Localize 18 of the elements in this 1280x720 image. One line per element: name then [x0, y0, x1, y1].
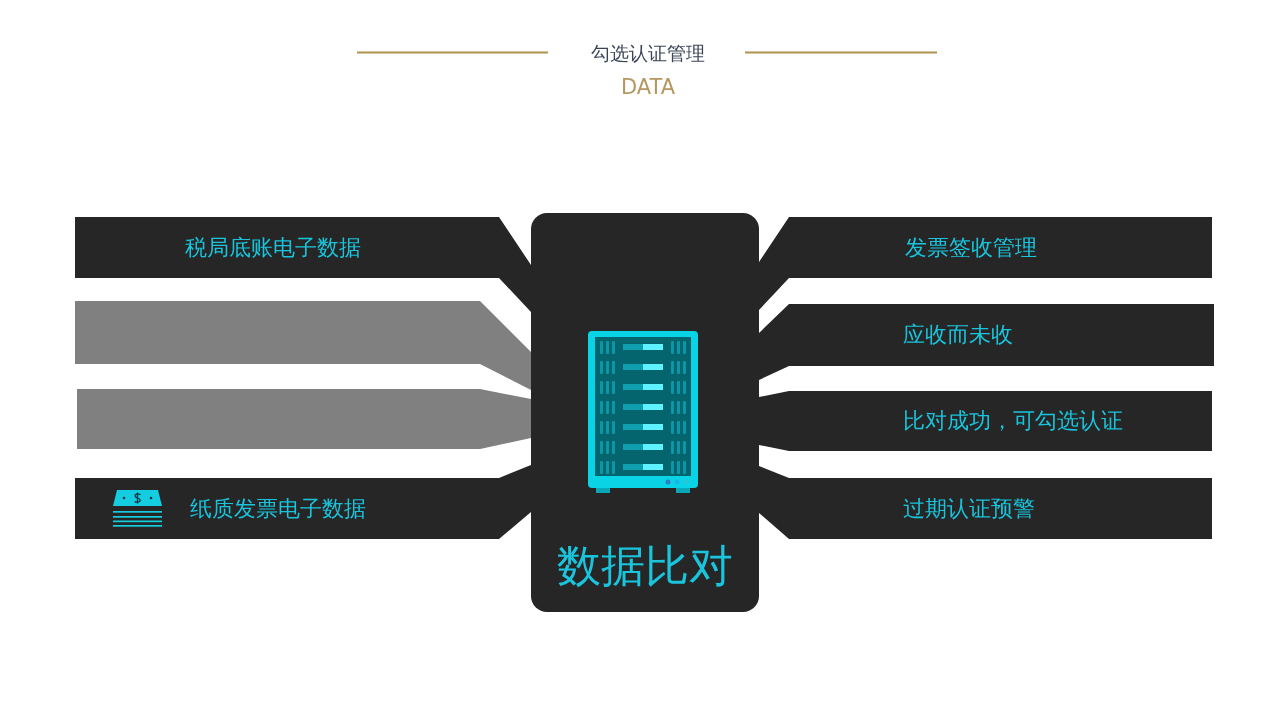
- subtitle: DATA: [620, 74, 676, 101]
- wedge-connector: [759, 217, 789, 310]
- wedge-connector: [759, 391, 789, 451]
- wedge-connector: [759, 304, 789, 380]
- wedge-connector: [480, 389, 531, 449]
- band-label: 税局底账电子数据: [185, 233, 361, 262]
- hub-title: 数据比对: [557, 539, 733, 593]
- band-label: 应收而未收: [903, 321, 1013, 349]
- wedge-connector: [499, 217, 531, 312]
- hub-panel: [531, 213, 759, 612]
- band-label: 比对成功，可勾选认证: [903, 407, 1123, 435]
- wedge-connector: [499, 465, 531, 539]
- band-label: 发票签收管理: [905, 233, 1037, 262]
- wedge-connector: [759, 466, 789, 539]
- title: 勾选认证管理: [591, 41, 705, 66]
- band-label: 纸质发票电子数据: [190, 494, 366, 523]
- band-label: 过期认证预警: [903, 494, 1035, 523]
- wedge-connector: [480, 301, 531, 390]
